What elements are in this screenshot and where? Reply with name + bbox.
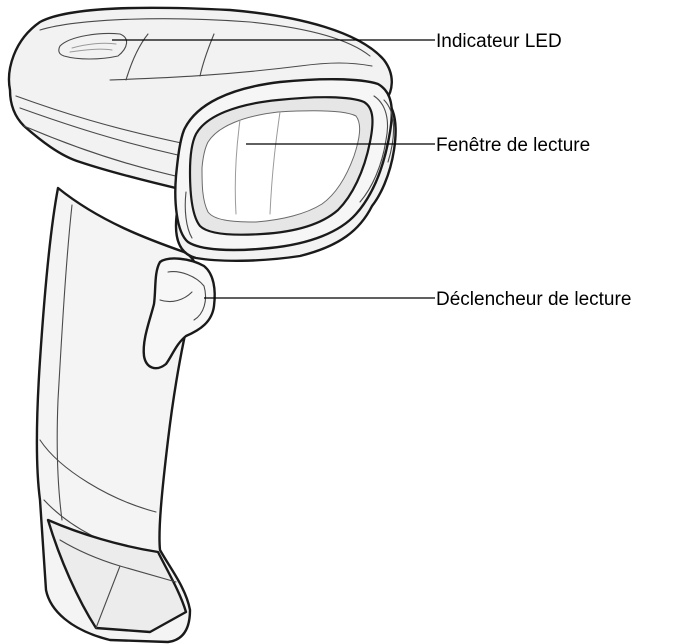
trigger-callout-label: Déclencheur de lecture	[436, 289, 631, 310]
led-callout-label: Indicateur LED	[436, 31, 562, 52]
scanner-handle	[37, 188, 198, 642]
window-callout-label: Fenêtre de lecture	[436, 135, 590, 156]
